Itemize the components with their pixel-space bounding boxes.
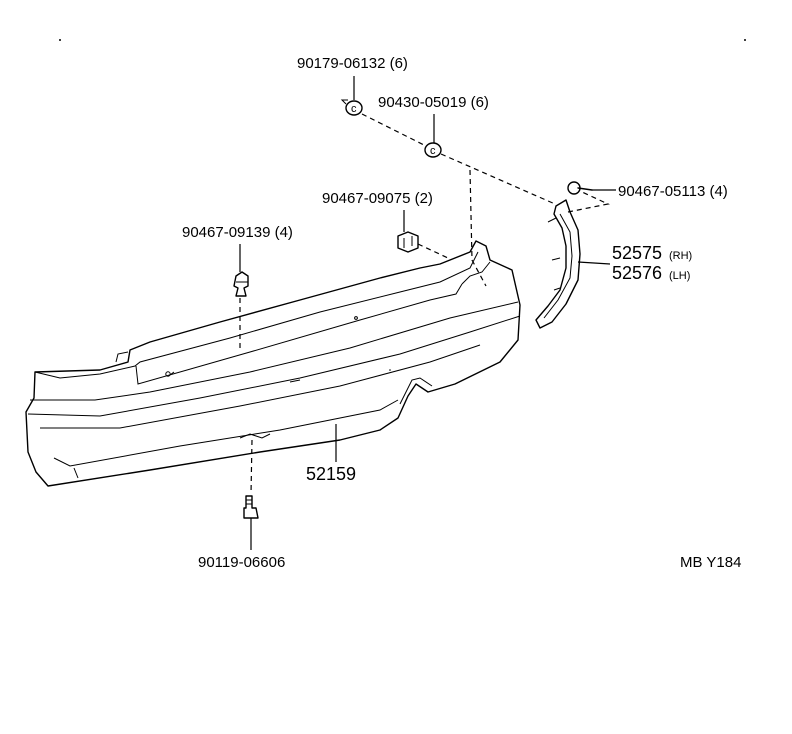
callout-bolt-bottom: 90119-06606 — [198, 554, 285, 571]
callout-clip-left: 90467-09139 (4) — [182, 224, 293, 241]
callout-clip-upper: 90467-09075 (2) — [322, 190, 433, 207]
scan-dot — [389, 369, 391, 371]
assembly-line — [567, 191, 610, 213]
bumper-cover — [25, 240, 521, 487]
push-clip-icon — [233, 271, 249, 297]
screw-icon — [567, 181, 593, 195]
callout-bracket-rh-side: (RH) — [669, 250, 692, 262]
callout-bracket-lh: 52576 — [612, 263, 662, 283]
figure-code: MB Y184 — [680, 554, 741, 571]
bolt-icon — [243, 495, 259, 519]
svg-text:c: c — [430, 145, 436, 157]
assembly-line — [417, 243, 449, 259]
callout-grommet: 90430-05019 (6) — [378, 94, 489, 111]
scan-dot — [744, 39, 746, 41]
clip-icon — [397, 231, 419, 253]
svg-text:c: c — [351, 103, 357, 115]
assembly-line — [469, 169, 487, 287]
scan-dot — [59, 39, 61, 41]
assembly-line — [250, 439, 253, 495]
leader-line — [577, 261, 611, 265]
callout-bracket-lh-side: (LH) — [669, 270, 690, 282]
side-bracket — [535, 199, 581, 329]
grommet-icon: c — [424, 142, 442, 158]
callout-bumper-cover: 52159 — [306, 464, 356, 484]
callout-bracket-rh: 52575 — [612, 243, 662, 263]
assembly-line — [440, 153, 556, 205]
clip-nut-icon: c — [340, 99, 363, 116]
callout-screw-bracket: 90467-05113 (4) — [618, 183, 728, 200]
assembly-line — [361, 113, 427, 147]
callout-clip-top: 90179-06132 (6) — [297, 55, 408, 72]
